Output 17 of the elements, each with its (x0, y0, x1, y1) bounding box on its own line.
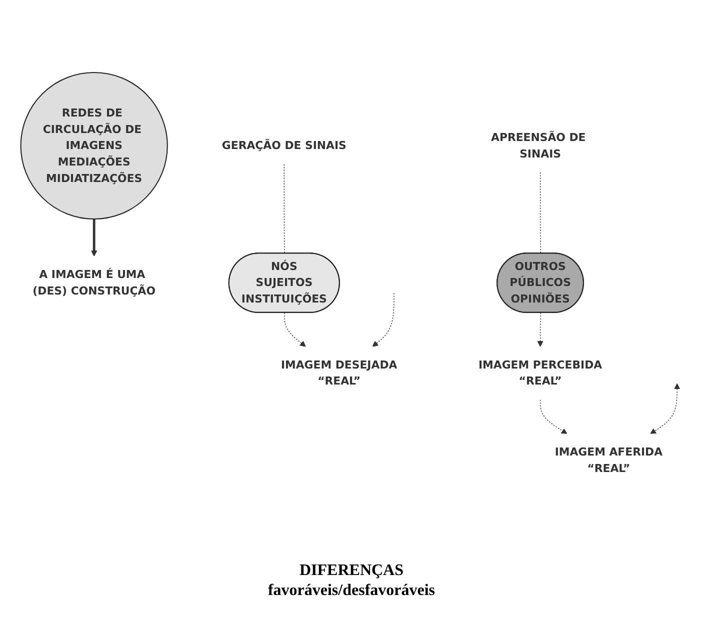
node-text: APREENSÃO DE SINAIS (491, 131, 586, 160)
node-text: IMAGEM AFERIDA “REAL” (554, 446, 663, 475)
arrow (372, 292, 394, 348)
note-text: DIFERENÇAS (298, 562, 404, 580)
note-text: favoráveis/desfavoráveis (266, 582, 436, 600)
arrow (650, 384, 680, 434)
arrow (537, 312, 544, 348)
node-text: A IMAGEM É UMA (DES) CONSTRUÇÃO (32, 268, 156, 298)
node-text: GERAÇÃO DE SINAIS (222, 139, 346, 152)
node-circle: REDES DE CIRCULAÇÃO DE IMAGENS MEDIAÇÕES MIDIATIZAÇÕES (20, 72, 168, 220)
arrow (91, 219, 98, 257)
arrow (540, 400, 568, 434)
node-text: IMAGEM DESEJADA “REAL” (280, 358, 398, 388)
node-text: IMAGEM PERCEBIDA “REAL” (478, 358, 602, 388)
arrow (284, 312, 306, 348)
connector (284, 164, 285, 254)
connector (540, 172, 541, 254)
